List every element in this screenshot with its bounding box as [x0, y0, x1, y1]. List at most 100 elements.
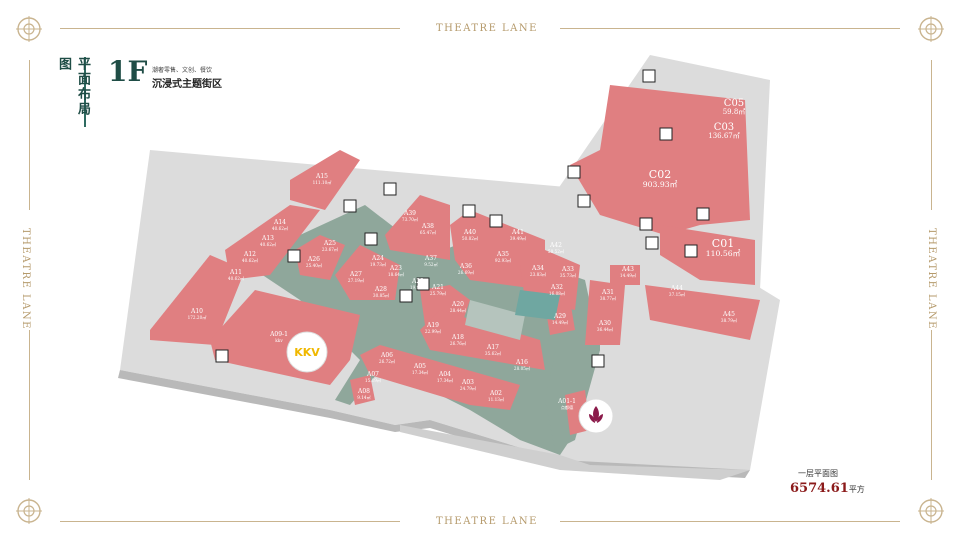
unit-area-a36: 26.69㎡ — [458, 269, 475, 275]
unit-code-a18: A18 — [451, 334, 464, 341]
unit-code-a38: A38 — [421, 223, 434, 230]
unit-code-a25: A25 — [323, 240, 336, 247]
icon-layer — [215, 69, 710, 368]
frame-right-top-line — [931, 60, 932, 210]
subtitle-small: 潮奢零售、文创、餐饮 — [152, 67, 213, 74]
unit-code-a04: A04 — [438, 371, 451, 378]
atrium-void — [465, 300, 525, 340]
unit-code-a19: A19 — [426, 322, 439, 329]
unit-area-a23: 18.64㎡ — [388, 271, 405, 277]
unit-code-a39: A39 — [403, 210, 416, 217]
unit-labels: A15111.10㎡A1440.62㎡A1340.62㎡A1240.62㎡A11… — [188, 98, 746, 411]
unit-area-a43: 14.49㎡ — [620, 272, 637, 278]
escalator-icon — [489, 214, 503, 228]
unit-area-a21: 25.79㎡ — [430, 290, 447, 296]
block-a07-a08 — [350, 375, 375, 405]
unit-code-a36: A36 — [459, 263, 472, 270]
lotus-logo-icon — [578, 398, 614, 434]
unit-area-a11: 40.62㎡ — [228, 275, 245, 281]
unit-area-a06: 26.72㎡ — [379, 358, 396, 364]
unit-code-a31: A31 — [601, 289, 614, 296]
unit-area-a19: 22.99㎡ — [425, 328, 442, 334]
unit-area-a04: 17.34㎡ — [437, 377, 454, 383]
unit-area-a25: 23.67㎡ — [322, 246, 339, 252]
unit-area-a17: 35.62㎡ — [485, 350, 502, 356]
unit-code-a37: A37 — [424, 255, 437, 262]
escalator-icon — [343, 199, 357, 213]
escalator-icon — [591, 354, 605, 368]
block-c01 — [660, 225, 755, 285]
unit-code-a23: A23 — [389, 265, 402, 272]
unit-code-a22: A22 — [411, 278, 424, 285]
unit-code-a32: A32 — [550, 284, 563, 291]
corner-ornament-icon — [16, 16, 42, 42]
block-a44-a45 — [645, 285, 760, 340]
block-a43 — [610, 265, 640, 285]
escalator-icon — [287, 249, 301, 263]
escalator-icon — [215, 349, 229, 363]
unit-code-a20: A20 — [451, 301, 464, 308]
block-a24-a28 — [335, 245, 400, 300]
unit-area-a13: 40.62㎡ — [260, 241, 277, 247]
unit-area-c05: 59.8㎡ — [723, 108, 746, 116]
unit-code-a17: A17 — [486, 344, 499, 351]
unit-code-a42: A42 — [549, 242, 562, 249]
base-platform-shadow — [118, 370, 750, 478]
unit-code-a29: A29 — [553, 313, 566, 320]
unit-code-a30: A30 — [598, 320, 611, 327]
shop-blocks — [150, 85, 760, 435]
block-a19-a16 — [420, 310, 545, 370]
block-c-north — [570, 85, 750, 235]
elevator-icon — [567, 165, 581, 179]
unit-area-a14: 40.62㎡ — [272, 225, 289, 231]
unit-area-a42: 58.52㎡ — [548, 248, 565, 254]
escalator-icon — [696, 207, 710, 221]
escalator-icon — [639, 217, 653, 231]
elevator-icon — [383, 182, 397, 196]
unit-area-a09-1: kkv — [275, 338, 283, 343]
unit-code-a21: A21 — [431, 284, 444, 291]
unit-area-a10: 172.20㎡ — [188, 314, 208, 320]
unit-code-a33: A33 — [561, 266, 574, 273]
unit-code-a24: A24 — [371, 255, 384, 262]
kkv-logo: KKV — [286, 331, 328, 373]
unit-code-a08: A08 — [357, 388, 370, 395]
frame-right-bottom-line — [931, 330, 932, 480]
unit-code-c01: C01 — [712, 237, 734, 250]
unit-area-a24: 19.73㎡ — [370, 261, 387, 267]
escalator-icon — [684, 244, 698, 258]
summary-area: 6574.61平方 — [790, 481, 865, 496]
unit-area-a02: 11.13㎡ — [488, 396, 505, 402]
unit-area-a37: 9.52㎡ — [424, 261, 438, 267]
summary-label: 一层平面图 — [798, 469, 838, 478]
unit-area-c01: 110.56㎡ — [706, 249, 741, 258]
frame-bottom-right-line — [560, 521, 900, 522]
frame-bottom-left-line — [60, 521, 400, 522]
unit-area-a12: 40.62㎡ — [242, 257, 259, 263]
escalator-icon — [659, 127, 673, 141]
unit-code-a10: A10 — [190, 308, 203, 315]
unit-code-a02: A02 — [489, 390, 502, 397]
unit-code-a06: A06 — [380, 352, 393, 359]
elevator-icon — [462, 204, 476, 218]
block-a06-a02 — [360, 345, 520, 410]
unit-area-a03: 24.79㎡ — [460, 385, 477, 391]
brand-left: THEATRE LANE — [20, 228, 31, 330]
elevator-icon — [645, 236, 659, 250]
unit-area-a31: 38.77㎡ — [600, 295, 617, 301]
elevator-icon — [399, 289, 413, 303]
unit-code-c02: C02 — [649, 168, 671, 181]
kkv-logo-text: KKV — [294, 346, 320, 359]
unit-area-a05: 17.34㎡ — [412, 369, 429, 375]
brand-right: THEATRE LANE — [926, 228, 937, 330]
unit-area-a38: 65.47㎡ — [420, 229, 437, 235]
block-a14-a11 — [225, 205, 320, 280]
block-a30-a31 — [585, 280, 625, 345]
unit-code-a45: A45 — [722, 311, 735, 318]
brand-bottom: THEATRE LANE — [436, 516, 538, 527]
escalator-icon — [577, 194, 591, 208]
frame-left-top-line — [29, 60, 30, 210]
unit-area-a45: 38.79㎡ — [721, 317, 738, 323]
frame-top-left-line — [60, 28, 400, 29]
unit-area-a33: 35.73㎡ — [560, 272, 577, 278]
